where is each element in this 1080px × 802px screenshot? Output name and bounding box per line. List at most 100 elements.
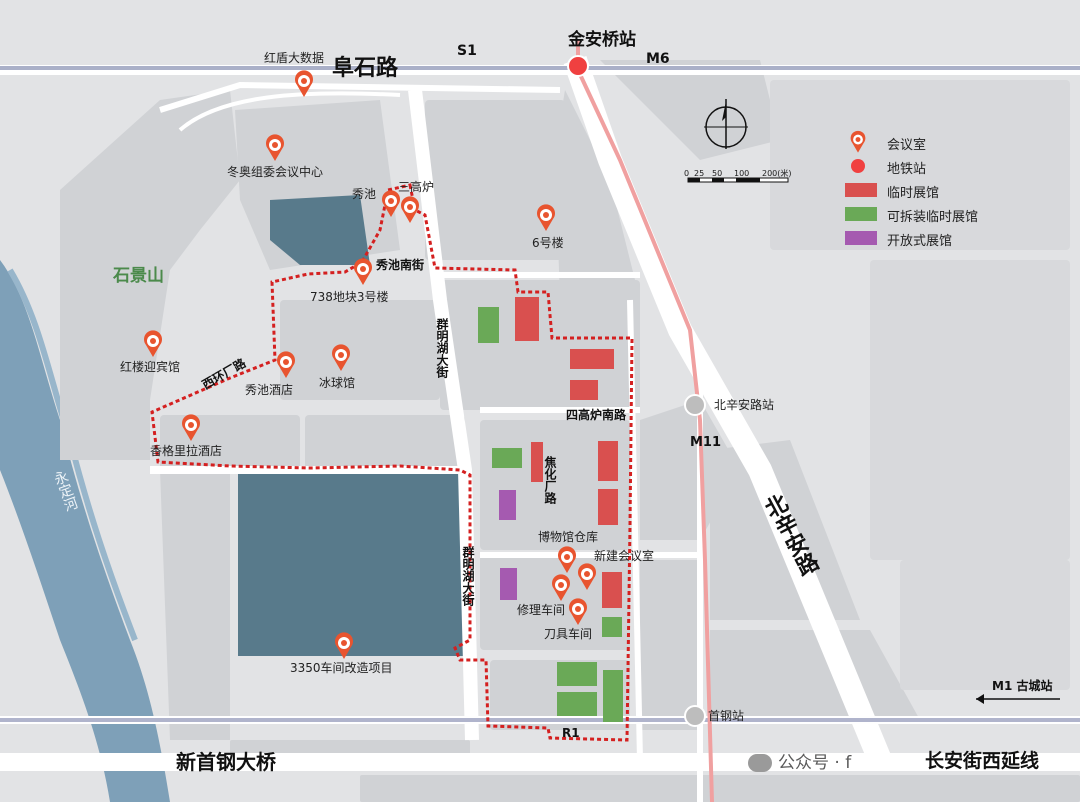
meeting-room-pin-icon: [537, 204, 555, 231]
scale-tick: 0: [684, 169, 690, 178]
temp-hall: [598, 441, 618, 481]
removable-hall: [557, 692, 597, 716]
poi-3350: 3350车间改造项目: [290, 661, 393, 675]
station-shougang: 首钢站: [708, 709, 745, 723]
meeting-room-pin-icon: [277, 351, 295, 378]
yongding-river: [0, 260, 170, 802]
poi-hongdun: 红盾大数据: [264, 51, 325, 65]
xiuchi-pond: [270, 195, 370, 265]
open-hall: [500, 568, 517, 600]
removable-halls: [478, 307, 623, 722]
road-qunminghu-upper: 群明湖大街: [435, 318, 449, 378]
meeting-room-pin-icon: [552, 574, 570, 601]
open-hall-swatch: [845, 231, 877, 245]
scale-tick: 25: [694, 169, 705, 178]
poi-hongloujie: 红楼迎宾馆: [120, 360, 181, 374]
temp-hall: [570, 380, 598, 400]
temp-hall: [570, 349, 614, 369]
legend-metro: 地铁站: [845, 154, 1045, 178]
metro-station-icon: [684, 394, 706, 416]
line-r1: R1: [562, 726, 580, 740]
temp-hall: [531, 442, 543, 482]
meeting-room-pin-icon: [558, 546, 576, 573]
poi-shangri: 香格里拉酒店: [150, 444, 223, 458]
scale-tick: 100: [734, 169, 750, 178]
removable-hall: [603, 670, 623, 722]
road-jiaohua: 焦化厂路: [543, 456, 557, 504]
watermark-text: 公众号 · f: [778, 753, 852, 773]
poi-repair: 修理车间: [517, 603, 566, 617]
road-xiuchi-south: 秀池南街: [376, 258, 425, 272]
north-compass-icon: [704, 99, 748, 149]
reservoir-main: [238, 474, 466, 656]
temp-hall: [515, 297, 539, 341]
legend-meeting-room: 会议室: [845, 130, 1045, 154]
line-s1: S1: [457, 43, 477, 59]
meeting-room-pin-icon: [354, 258, 372, 285]
metro-station-icon: [684, 705, 706, 727]
legend-label: 开放式展馆: [887, 234, 953, 249]
open-halls: [499, 490, 517, 600]
temp-hall-swatch: [845, 183, 877, 197]
city-blocks: [60, 60, 1080, 802]
poi-tool: 刀具车间: [544, 627, 593, 641]
poi-new-meeting: 新建会议室: [594, 549, 655, 563]
poi-dongao: 冬奥组委会议中心: [227, 165, 324, 179]
poi-xiuchi: 秀池: [352, 187, 377, 201]
meeting-room-pin-icon: [401, 196, 419, 223]
meeting-room-pin-icon: [295, 70, 313, 97]
m1-arrow-head: [976, 694, 984, 704]
legend-temp-hall: 临时展馆: [845, 178, 1045, 202]
road-fushi: 阜石路: [332, 56, 399, 81]
station-beixinan: 北辛安路站: [714, 398, 775, 412]
metro-station-icon: [851, 159, 865, 173]
meeting-room-pin-icon: [569, 598, 587, 625]
line-m1: M1 古城站: [992, 679, 1053, 693]
watermark: 公众号 · f: [748, 748, 851, 773]
legend-label: 会议室: [887, 138, 927, 153]
meeting-room-pin-icon: [332, 344, 350, 371]
scale-tick: 200(米): [762, 169, 792, 178]
poi-bingqiu: 冰球馆: [319, 376, 356, 390]
line-m6: M6: [646, 51, 670, 67]
metro-station-icon: [567, 55, 589, 77]
poi-xiuchi-hotel: 秀池酒店: [245, 383, 294, 397]
road-changan: 长安街西延线: [925, 750, 1040, 772]
road-xinshougang: 新首钢大桥: [176, 750, 276, 774]
map-legend: 会议室 地铁站 临时展馆 可拆装临时展馆 开放式展馆: [845, 130, 1045, 250]
removable-hall-swatch: [845, 207, 877, 221]
meeting-room-pin-icon: [266, 134, 284, 161]
road-sigaolu-south: 四高炉南路: [566, 408, 627, 422]
meeting-room-pin-icon: [578, 563, 596, 590]
temporary-halls: [515, 297, 622, 608]
meeting-room-pin-icon: [850, 130, 866, 153]
road-qunminghu-lower: 群明湖大街: [461, 546, 475, 606]
removable-hall: [492, 448, 522, 468]
legend-label: 临时展馆: [887, 186, 940, 201]
legend-open-hall: 开放式展馆: [845, 226, 1045, 250]
meeting-room-pin-icon: [144, 330, 162, 357]
removable-hall: [478, 307, 499, 343]
meeting-room-pin-icon: [382, 190, 400, 217]
removable-hall: [602, 617, 622, 637]
scale-labels: 0 25 50 100 200(米): [684, 170, 794, 190]
meeting-room-pin-icon: [182, 414, 200, 441]
poi-738: 738地块3号楼: [310, 290, 389, 304]
open-hall: [499, 490, 516, 520]
poi-no6: 6号楼: [532, 236, 564, 250]
district-shijingshan: 石景山: [113, 266, 164, 286]
site-boundary: [150, 183, 634, 742]
line-m11: M11: [690, 435, 722, 450]
legend-label: 可拆装临时展馆: [887, 210, 979, 225]
scale-tick: 50: [712, 169, 723, 178]
removable-hall: [557, 662, 597, 686]
scale-bar: [687, 177, 789, 183]
poi-sangaolu: 三高炉: [398, 180, 435, 194]
meeting-room-pin-icon: [335, 632, 353, 659]
station-jinanqiao: 金安桥站: [568, 30, 636, 50]
temp-hall: [602, 572, 622, 608]
poi-museum: 博物馆仓库: [538, 530, 599, 544]
legend-removable-hall: 可拆装临时展馆: [845, 202, 1045, 226]
wechat-icon: [748, 754, 772, 772]
